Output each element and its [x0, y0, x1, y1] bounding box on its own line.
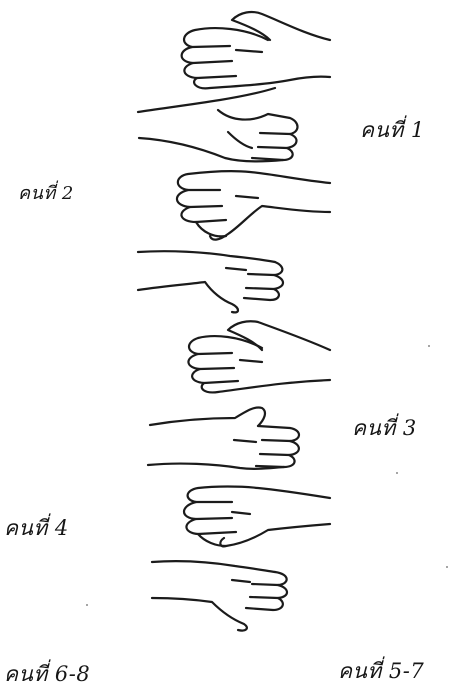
hand-7: [184, 487, 330, 547]
hand-3: [177, 171, 330, 239]
paper-speck: [86, 604, 88, 606]
paper-speck: [428, 345, 430, 347]
hand-2: [138, 88, 298, 161]
hand-5: [188, 321, 330, 392]
hand-6: [148, 407, 299, 468]
label-person-4: คนที่ 4: [4, 512, 69, 545]
label-person-6-8: คนที่ 6-8: [4, 658, 90, 691]
hand-8: [152, 561, 287, 630]
label-person-5-7: คนที่ 5-7: [338, 655, 424, 688]
hand-4: [138, 251, 283, 312]
label-person-3: คนที่ 3: [352, 412, 417, 445]
label-person-1: คนที่ 1: [360, 114, 425, 147]
paper-speck: [446, 566, 448, 568]
label-person-2: คนที่ 2: [18, 178, 74, 207]
paper-speck: [396, 472, 398, 474]
hand-1: [182, 12, 330, 88]
